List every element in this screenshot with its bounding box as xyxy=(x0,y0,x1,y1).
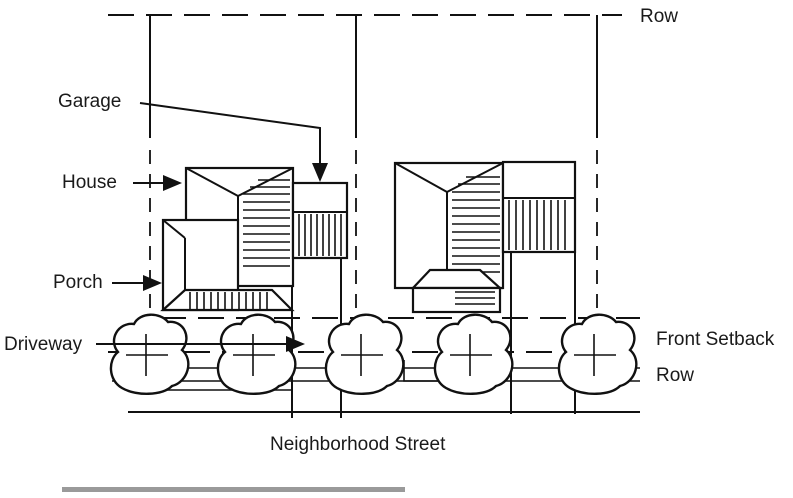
tree-1 xyxy=(109,313,190,395)
label-street: Neighborhood Street xyxy=(270,434,446,455)
lot-lines xyxy=(149,15,598,320)
label-house: House xyxy=(62,172,117,193)
left-house xyxy=(160,166,349,312)
tree-2 xyxy=(216,313,297,395)
tree-3 xyxy=(324,313,405,395)
label-porch: Porch xyxy=(53,272,103,293)
tree-5 xyxy=(557,313,638,395)
street-trees xyxy=(109,313,638,395)
label-garage: Garage xyxy=(58,91,121,112)
garage-arrow xyxy=(139,102,328,182)
right-house xyxy=(393,160,577,314)
tree-4 xyxy=(433,313,514,395)
porch-arrow xyxy=(112,275,162,291)
footer-bar xyxy=(62,487,405,492)
label-front-setback: Front Setback xyxy=(656,329,775,350)
label-driveway: Driveway xyxy=(4,334,83,355)
label-row-bottom: Row xyxy=(656,365,694,386)
label-row-top: Row xyxy=(640,6,678,27)
driveway-arrow xyxy=(96,336,305,352)
house-arrow xyxy=(133,175,182,191)
